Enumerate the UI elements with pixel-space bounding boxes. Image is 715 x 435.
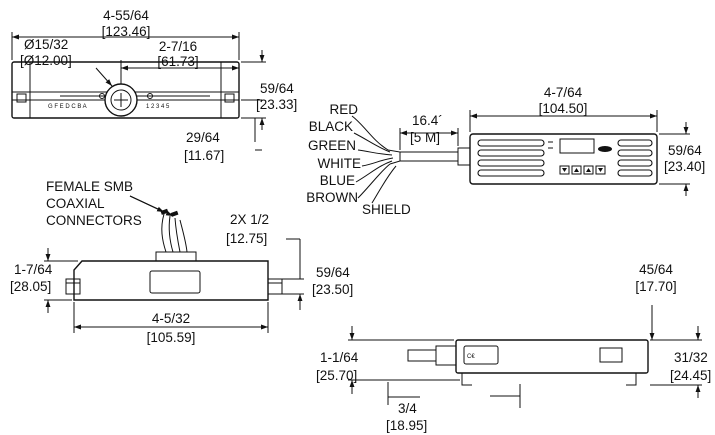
front-view: FEMALE SMB COAXIAL CONNECTORS 2X 1/2 [12… bbox=[10, 179, 353, 345]
wire-blue-label: BLUE bbox=[320, 173, 355, 188]
front-left-height-mm: [28.05] bbox=[10, 279, 51, 294]
display-height: 59/64 bbox=[668, 143, 702, 158]
display-unit-body bbox=[469, 133, 658, 185]
display-lcd-screen bbox=[559, 138, 595, 154]
top-view-scale-numbers: 1 2 3 4 5 bbox=[146, 104, 170, 110]
wire-black-label: BLACK bbox=[309, 119, 353, 134]
cable-assembly: RED BLACK GREEN WHITE BLUE BROWN SHIELD … bbox=[306, 102, 471, 217]
side-view: C€ 45/64 [17.70] 1-1/64 [25.70] 31/32 [2… bbox=[316, 262, 711, 433]
side-bottom-offset: 3/4 bbox=[398, 401, 417, 416]
top-center-height-mm: [11.67] bbox=[184, 148, 224, 163]
side-top-offset-mm: [17.70] bbox=[635, 279, 676, 294]
side-bottom-offset-mm: [18.95] bbox=[386, 418, 427, 433]
front-base-width-mm: [105.59] bbox=[147, 330, 196, 345]
top-center-height: 29/64 bbox=[186, 130, 220, 145]
top-half-width-mm: [61.73] bbox=[157, 54, 198, 69]
cable-length-mm: [5 M] bbox=[410, 130, 440, 145]
connector-note-line2: COAXIAL bbox=[46, 196, 105, 211]
side-top-offset: 45/64 bbox=[639, 262, 673, 277]
top-overall-width-mm: [123.46] bbox=[102, 24, 151, 39]
display-width: 4-7/64 bbox=[544, 85, 583, 100]
front-base-width: 4-5/32 bbox=[152, 311, 190, 326]
connector-note-line1: FEMALE SMB bbox=[46, 179, 133, 194]
wire-white-label: WHITE bbox=[318, 156, 362, 171]
coaxial-connectors bbox=[160, 208, 188, 253]
wire-brown-label: BROWN bbox=[306, 190, 358, 205]
side-view-ce-label bbox=[463, 345, 499, 365]
cable-length: 16.4´ bbox=[412, 113, 443, 128]
display-unit: 4-7/64 [104.50] 59/64 [23.40] bbox=[469, 85, 705, 196]
wire-red-label: RED bbox=[329, 102, 358, 117]
side-right-height: 31/32 bbox=[674, 350, 708, 365]
top-hole-diameter-mm: [Ø12.00] bbox=[20, 53, 72, 68]
side-view-bracket bbox=[461, 373, 637, 386]
display-unit-right-vents bbox=[617, 139, 653, 177]
ce-mark-icon: C€ bbox=[467, 354, 475, 360]
brand-logo-icon bbox=[598, 146, 612, 152]
cable-boss bbox=[155, 251, 197, 262]
display-height-mm: [23.40] bbox=[664, 159, 705, 174]
top-view-scale-letters: G F E D C B A bbox=[48, 104, 87, 110]
front-right-height: 59/64 bbox=[316, 265, 350, 280]
side-view-window bbox=[599, 347, 623, 363]
top-half-width: 2-7/16 bbox=[159, 39, 197, 54]
front-hole-spacing: 2X 1/2 bbox=[230, 212, 269, 227]
top-view-inner-outline bbox=[29, 61, 222, 119]
top-height-mm: [23.33] bbox=[256, 97, 297, 112]
side-view-body bbox=[455, 339, 649, 374]
side-right-height-mm: [24.45] bbox=[670, 368, 711, 383]
top-overall-width: 4-55/64 bbox=[103, 8, 149, 23]
side-view-cable-stub bbox=[407, 349, 437, 362]
wire-shield-label: SHIELD bbox=[362, 202, 411, 217]
top-view-right-mount-slot bbox=[224, 93, 235, 103]
cable-jacket bbox=[399, 151, 459, 162]
connector-note-line3: CONNECTORS bbox=[46, 213, 142, 228]
front-view-label-window bbox=[149, 270, 201, 294]
front-view-body bbox=[73, 260, 269, 301]
top-hole-diameter: Ø15/32 bbox=[24, 37, 68, 52]
front-left-height: 1-7/64 bbox=[14, 262, 53, 277]
front-hole-spacing-mm: [12.75] bbox=[226, 231, 267, 246]
side-left-height: 1-1/64 bbox=[320, 350, 359, 365]
top-view-left-mount-slot bbox=[16, 93, 27, 103]
display-unit-buttons bbox=[559, 165, 606, 175]
cable-gland bbox=[457, 147, 471, 166]
display-width-mm: [104.50] bbox=[539, 101, 588, 116]
display-unit-left-vents bbox=[477, 139, 545, 177]
front-right-height-mm: [23.50] bbox=[312, 282, 353, 297]
wire-green-label: GREEN bbox=[308, 138, 356, 153]
top-view: G F E D C B A 1 2 3 4 5 4-55/64 [123.46]… bbox=[11, 8, 297, 163]
top-height: 59/64 bbox=[260, 81, 294, 96]
side-left-height-mm: [25.70] bbox=[316, 368, 357, 383]
